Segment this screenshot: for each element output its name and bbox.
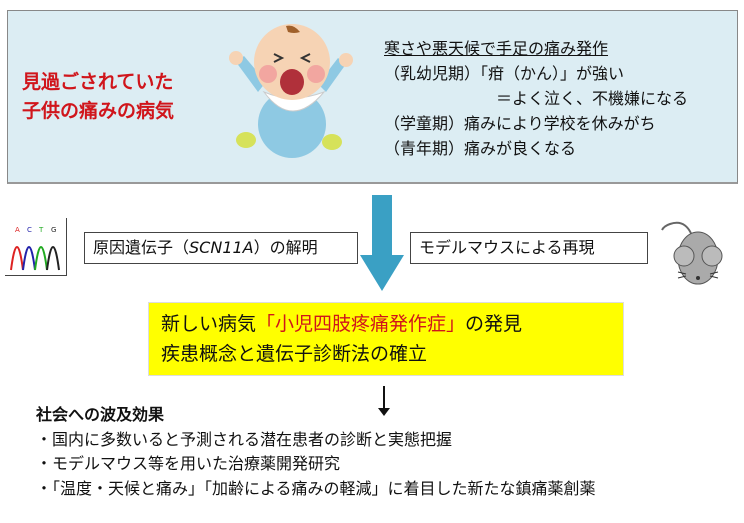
gene-suffix: ）の解明 bbox=[253, 238, 318, 257]
discovery-suffix: の発見 bbox=[465, 313, 523, 335]
headline-line: 見過ごされていた bbox=[22, 71, 174, 93]
dna-letter: A bbox=[15, 226, 20, 234]
impact-heading: 社会への波及効果 bbox=[36, 405, 165, 424]
down-arrow-small-icon bbox=[378, 386, 390, 416]
gene-prefix: 原因遺伝子（ bbox=[93, 238, 190, 257]
gene-identification-box: 原因遺伝子（SCN11A）の解明 bbox=[84, 232, 358, 264]
impact-item: ・国内に多数いると予測される潜在患者の診断と実態把握 bbox=[36, 429, 453, 449]
impact-item: ・モデルマウス等を用いた治療薬開発研究 bbox=[36, 454, 341, 473]
social-impact-section: 社会への波及効果 ・国内に多数いると予測される潜在患者の診断と実態把握 ・モデル… bbox=[36, 403, 596, 501]
dna-letter: C bbox=[27, 226, 32, 234]
discovery-line2: 疾患概念と遺伝子診断法の確立 bbox=[161, 343, 428, 365]
impact-item: ・「温度・天候と痛み」「加齢による痛みの軽減」に着目した新たな鎮痛薬創薬 bbox=[36, 478, 596, 498]
crying-baby-illustration bbox=[229, 24, 353, 158]
mouse-icon bbox=[661, 221, 723, 285]
symptom-line: （学童期）痛みにより学校を休みがち bbox=[384, 114, 656, 133]
panel-headline: 見過ごされていた 子供の痛みの病気 bbox=[22, 68, 174, 126]
dna-sequence-icon: A C T G bbox=[5, 218, 67, 276]
disease-name: 「小児四肢疼痛発作症」 bbox=[256, 313, 466, 335]
dna-letter: T bbox=[38, 226, 44, 234]
headline-line: 子供の痛みの病気 bbox=[22, 100, 175, 122]
symptom-line: ＝よく泣く、不機嫌になる bbox=[496, 89, 689, 108]
mouse-model-box: モデルマウスによる再現 bbox=[410, 232, 648, 264]
symptom-line: （乳幼児期）「疳（かん）」が強い bbox=[384, 64, 625, 83]
discovery-prefix: 新しい病気 bbox=[161, 313, 257, 335]
dna-letter: G bbox=[51, 226, 56, 234]
symptom-list: 寒さや悪天候で手足の痛み発作 （乳幼児期）「疳（かん）」が強い ＝よく泣く、不機… bbox=[384, 36, 688, 161]
symptom-line: （青年期）痛みが良くなる bbox=[384, 139, 577, 158]
discovery-box: 新しい病気「小児四肢疼痛発作症」の発見 疾患概念と遺伝子診断法の確立 bbox=[148, 302, 624, 376]
symptom-panel bbox=[7, 10, 738, 184]
symptom-title: 寒さや悪天候で手足の痛み発作 bbox=[384, 39, 609, 58]
down-arrow-icon bbox=[360, 195, 404, 291]
gene-name: SCN11A bbox=[189, 238, 254, 257]
